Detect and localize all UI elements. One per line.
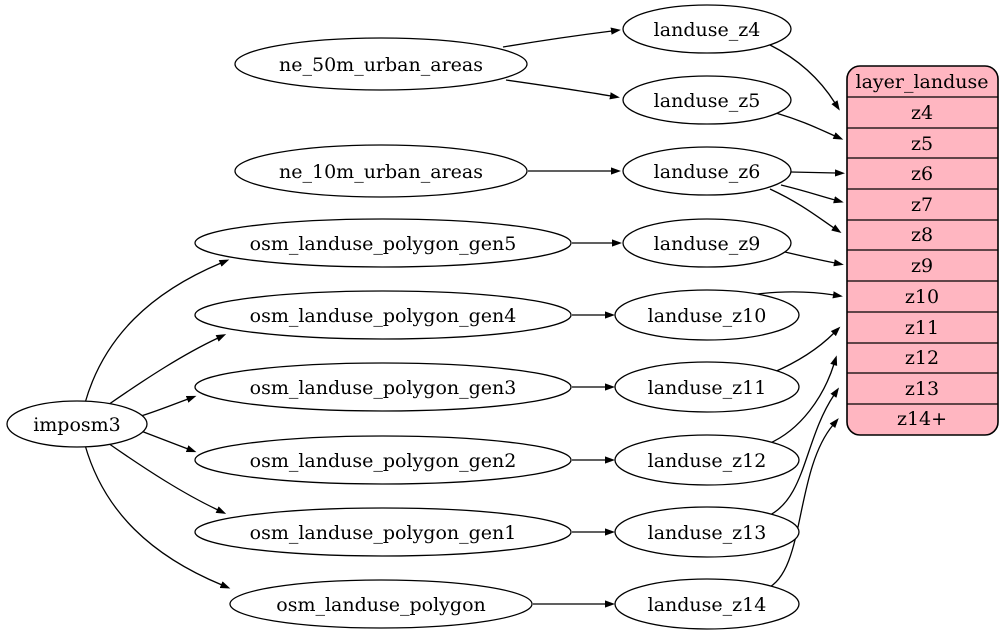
- node-ellipse: [614, 289, 800, 341]
- edge-landuse_z6-layer_landuse-z8: [769, 188, 842, 233]
- node-landuse-z9: landuse_z9: [622, 218, 792, 268]
- edge-landuse_z11-layer_landuse-z11: [771, 326, 841, 374]
- node-label: landuse_z9: [654, 233, 761, 255]
- node-landuse-z4: landuse_z4: [622, 4, 792, 54]
- table-row-label: z4: [911, 102, 933, 124]
- node-osm-landuse-polygon-gen4: osm_landuse_polygon_gen4: [194, 290, 572, 340]
- node-ellipse: [229, 579, 533, 629]
- node-landuse-z5: landuse_z5: [622, 75, 792, 125]
- edge-imposm3-osm_landuse_polygon_gen4: [104, 334, 227, 408]
- table-row-label: z8: [911, 224, 933, 246]
- node-label: osm_landuse_polygon: [276, 594, 486, 616]
- node-ellipse: [194, 507, 572, 557]
- node-ellipse: [6, 400, 148, 448]
- node-label: ne_50m_urban_areas: [279, 54, 483, 76]
- edges: [84, 27, 845, 608]
- node-landuse-z14: landuse_z14: [614, 578, 800, 630]
- node-landuse-z10: landuse_z10: [614, 289, 800, 341]
- table-row-label: z14+: [897, 408, 947, 430]
- table-row-label: z6: [911, 163, 933, 185]
- node-landuse-z12: landuse_z12: [614, 434, 800, 486]
- table-row-label: z10: [905, 286, 939, 308]
- node-ellipse: [614, 578, 800, 630]
- node-label: landuse_z11: [648, 377, 767, 399]
- node-ellipse: [614, 361, 800, 413]
- node-ellipse: [194, 362, 572, 412]
- edge-ne_50m_urban_areas-landuse_z4: [502, 27, 621, 48]
- node-label: landuse_z10: [648, 305, 767, 327]
- node-ellipse: [234, 37, 528, 91]
- edge-imposm3-osm_landuse_polygon_gen2: [140, 430, 197, 453]
- node-ellipse: [622, 4, 792, 54]
- node-ellipse: [622, 75, 792, 125]
- edge-imposm3-osm_landuse_polygon_gen1: [104, 440, 227, 514]
- edge-landuse_z9-layer_landuse-z9: [784, 251, 844, 267]
- node-imposm3: imposm3: [6, 400, 148, 448]
- table-layer-landuse: layer_landuse z4 z5 z6 z7 z8 z9 z10 z11 …: [846, 65, 999, 436]
- table-row-label: z12: [905, 347, 939, 369]
- node-ne-50m-urban-areas: ne_50m_urban_areas: [234, 37, 528, 91]
- node-label: landuse_z14: [648, 594, 767, 616]
- edge-landuse_z13-layer_landuse-z13: [767, 387, 839, 517]
- node-landuse-z11: landuse_z11: [614, 361, 800, 413]
- node-label: landuse_z6: [654, 161, 761, 183]
- edge-landuse_z10-layer_landuse-z10: [749, 291, 843, 299]
- table-header-label: layer_landuse: [856, 71, 989, 93]
- node-landuse-z6: landuse_z6: [622, 146, 792, 196]
- node-osm-landuse-polygon-gen1: osm_landuse_polygon_gen1: [194, 507, 572, 557]
- node-label: landuse_z5: [654, 90, 761, 112]
- node-label: osm_landuse_polygon_gen3: [250, 377, 517, 399]
- edge-landuse_z5-layer_landuse-z5: [775, 112, 844, 140]
- node-ellipse: [194, 290, 572, 340]
- edge-imposm3-osm_landuse_polygon_gen3: [140, 395, 197, 417]
- node-ellipse: [622, 218, 792, 268]
- edge-imposm3-osm_landuse_polygon: [84, 444, 231, 589]
- node-ellipse: [194, 435, 572, 485]
- node-osm-landuse-polygon-gen2: osm_landuse_polygon_gen2: [194, 435, 572, 485]
- node-label: landuse_z4: [654, 19, 761, 41]
- node-label: ne_10m_urban_areas: [279, 161, 483, 183]
- table-row-label: z7: [911, 194, 933, 216]
- edge-landuse_z4-layer_landuse-z4: [769, 44, 840, 111]
- node-ellipse: [234, 144, 528, 198]
- node-ne-10m-urban-areas: ne_10m_urban_areas: [234, 144, 528, 198]
- node-ellipse: [622, 146, 792, 196]
- edge-ne_50m_urban_areas-landuse_z5: [505, 79, 620, 100]
- node-label: osm_landuse_polygon_gen1: [250, 522, 517, 544]
- edge-landuse_z6-layer_landuse-z7: [780, 184, 844, 204]
- node-label: landuse_z12: [648, 450, 767, 472]
- edge-imposm3-osm_landuse_polygon_gen5: [84, 259, 230, 404]
- edge-landuse_z14-layer_landuse-z14plus: [765, 418, 839, 590]
- table-row-label: z9: [911, 255, 933, 277]
- node-osm-landuse-polygon-gen5: osm_landuse_polygon_gen5: [194, 218, 572, 268]
- node-label: osm_landuse_polygon_gen4: [250, 305, 517, 327]
- node-label: landuse_z13: [648, 522, 767, 544]
- node-ellipse: [614, 506, 800, 558]
- table-row-label: z11: [905, 317, 939, 339]
- table-row-label: z5: [911, 133, 933, 155]
- edge-landuse_z12-layer_landuse-z12: [767, 355, 838, 445]
- node-label: osm_landuse_polygon_gen5: [250, 233, 517, 255]
- edge-landuse_z6-layer_landuse-z6: [790, 169, 845, 177]
- node-ellipse: [614, 434, 800, 486]
- node-label: osm_landuse_polygon_gen2: [250, 450, 517, 472]
- node-label: imposm3: [33, 414, 121, 436]
- node-osm-landuse-polygon-gen3: osm_landuse_polygon_gen3: [194, 362, 572, 412]
- node-landuse-z13: landuse_z13: [614, 506, 800, 558]
- table-row-label: z13: [905, 378, 939, 400]
- node-ellipse: [194, 218, 572, 268]
- node-osm-landuse-polygon: osm_landuse_polygon: [229, 579, 533, 629]
